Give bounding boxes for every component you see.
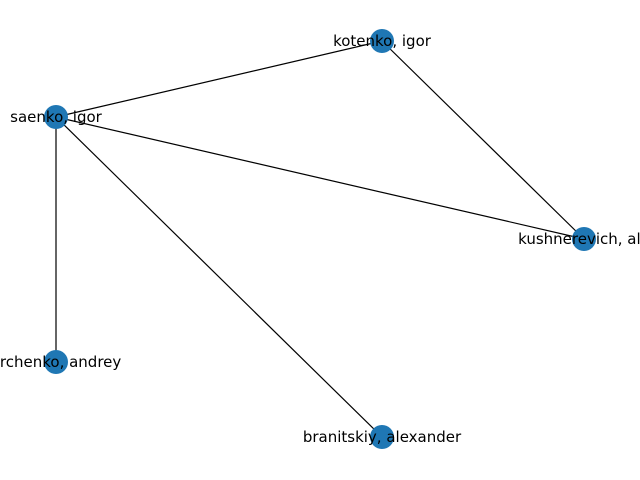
- edge-layer: [55, 40, 585, 438]
- edge-saenko-kushnerevich: [55, 116, 585, 240]
- node-saenko: [44, 105, 68, 129]
- node-label-branitskiy: branitskiy, alexander: [303, 428, 462, 446]
- edge-kotenko-kushnerevich: [381, 40, 585, 240]
- node-label-kushnerevich: kushnerevich, ale: [518, 230, 640, 248]
- node-chechulin: [44, 350, 68, 374]
- node-layer: [44, 29, 596, 449]
- node-label-saenko: saenko, igor: [10, 108, 102, 126]
- node-kotenko: [370, 29, 394, 53]
- edge-saenko-branitskiy: [55, 116, 383, 438]
- node-label-chechulin: orchenko, andrey: [0, 353, 121, 371]
- label-layer: saenko, igor kotenko, igor kushnerevich, a…: [0, 32, 640, 446]
- edge-saenko-kotenko: [55, 40, 383, 118]
- node-branitskiy: [370, 425, 394, 449]
- node-kushnerevich: [572, 227, 596, 251]
- node-label-kotenko: kotenko, igor: [333, 32, 432, 50]
